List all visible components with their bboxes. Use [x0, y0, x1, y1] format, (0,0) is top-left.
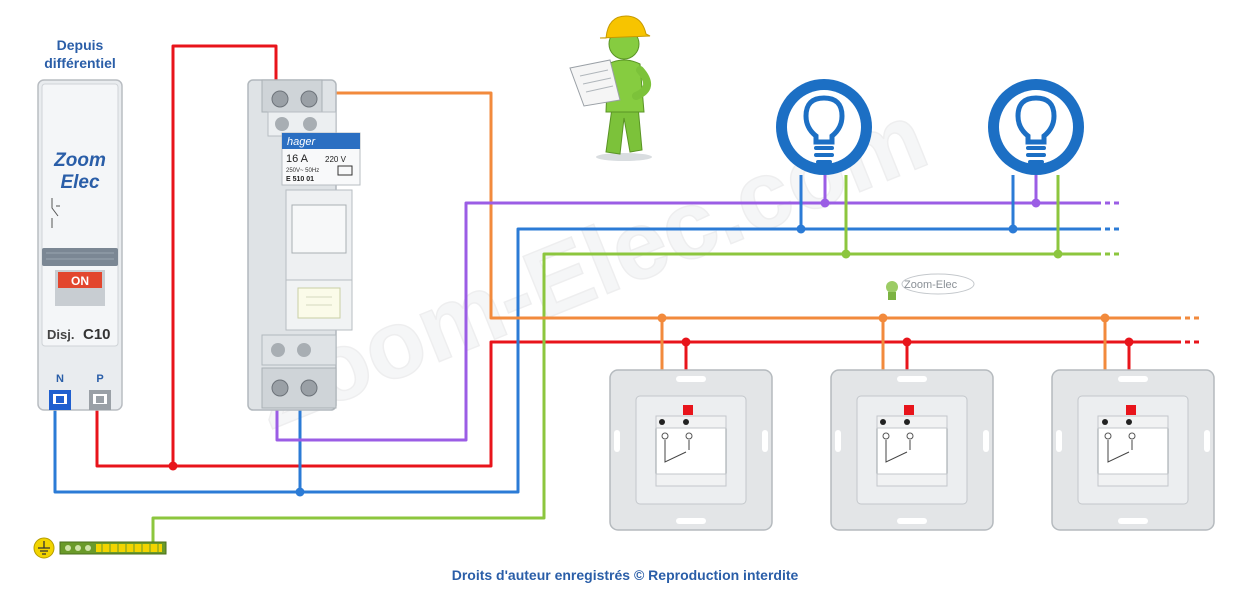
lamp-return-wire: [275, 201, 1096, 442]
breaker-symbol-icon: [51, 198, 60, 228]
relay-current: 16 A: [286, 153, 309, 165]
relay-terminal-top-left[interactable]: [271, 90, 289, 108]
junction-dot: [1100, 313, 1110, 323]
phase-wire-switch-line: [173, 340, 1176, 468]
relay-terminal-bottom-left[interactable]: [271, 379, 289, 397]
push-button-1[interactable]: [609, 369, 773, 531]
junction-dot: [1053, 249, 1063, 259]
push-button-2[interactable]: [830, 369, 994, 531]
lamp-2: [988, 79, 1084, 175]
logo-text: Zoom-Elec: [904, 279, 958, 291]
push-button-icon: [885, 440, 911, 463]
impulse-relay: hager 16 A 220 V 250V~ 50Hz E 510 01: [247, 79, 361, 411]
push-button-icon: [1107, 440, 1133, 463]
earth-terminal-bar: [33, 537, 167, 559]
junction-dot: [902, 337, 912, 347]
relay-voltage: 220 V: [325, 155, 347, 164]
source-label-line2: différentiel: [44, 55, 116, 71]
breaker-brand-line2: Elec: [60, 172, 100, 193]
neutral-wire-feed: [53, 227, 1096, 494]
phase-wire-feed: [95, 44, 278, 468]
junction-dot: [681, 337, 691, 347]
junction-dot: [657, 313, 667, 323]
breaker-rating: C10: [83, 326, 111, 343]
breaker-handle[interactable]: [42, 248, 118, 266]
lamp-1: [776, 79, 872, 175]
junction-dot: [796, 224, 806, 234]
terminal-n-label: N: [56, 373, 64, 385]
push-button-icon: [664, 440, 690, 463]
junction-dot: [820, 198, 830, 208]
on-label: ON: [71, 274, 89, 288]
breaker-brand-line1: Zoom: [53, 150, 106, 171]
lamp-bulb-icon: [1015, 95, 1057, 164]
junction-dot: [841, 249, 851, 259]
circuit-breaker: Zoom Elec ON Disj. C10 N P: [37, 79, 123, 411]
zoom-elec-logo: Zoom-Elec: [886, 273, 975, 300]
plan-paper: [569, 59, 621, 107]
terminal-p-label: P: [96, 373, 103, 385]
relay-brand: hager: [287, 136, 316, 148]
junction-dot: [878, 313, 888, 323]
junction-dot: [1124, 337, 1134, 347]
junction-dot: [168, 461, 178, 471]
on-indicator: [58, 272, 102, 288]
relay-coil-symbol-icon: [337, 165, 353, 176]
junctions: [168, 198, 1134, 497]
relay-terminal-top-right[interactable]: [300, 90, 318, 108]
relay-reference: E 510 01: [286, 176, 314, 183]
earth-wire: [151, 252, 1096, 543]
copyright-notice: Droits d'auteur enregistrés © Reproducti…: [452, 567, 799, 583]
relay-manual-button[interactable]: [291, 204, 347, 254]
junction-dot: [295, 487, 305, 497]
source-label-line1: Depuis: [57, 37, 104, 53]
push-button-3[interactable]: [1051, 369, 1215, 531]
disj-label: Disj.: [47, 327, 74, 342]
relay-indicator-window: [297, 287, 341, 319]
relay-terminal-bottom-right[interactable]: [300, 379, 318, 397]
worker-reading-plan-icon: [569, 15, 652, 161]
lamp-bulb-icon: [803, 95, 845, 164]
junction-dot: [1008, 224, 1018, 234]
relay-spec: 250V~ 50Hz: [286, 168, 319, 174]
junction-dot: [1031, 198, 1041, 208]
